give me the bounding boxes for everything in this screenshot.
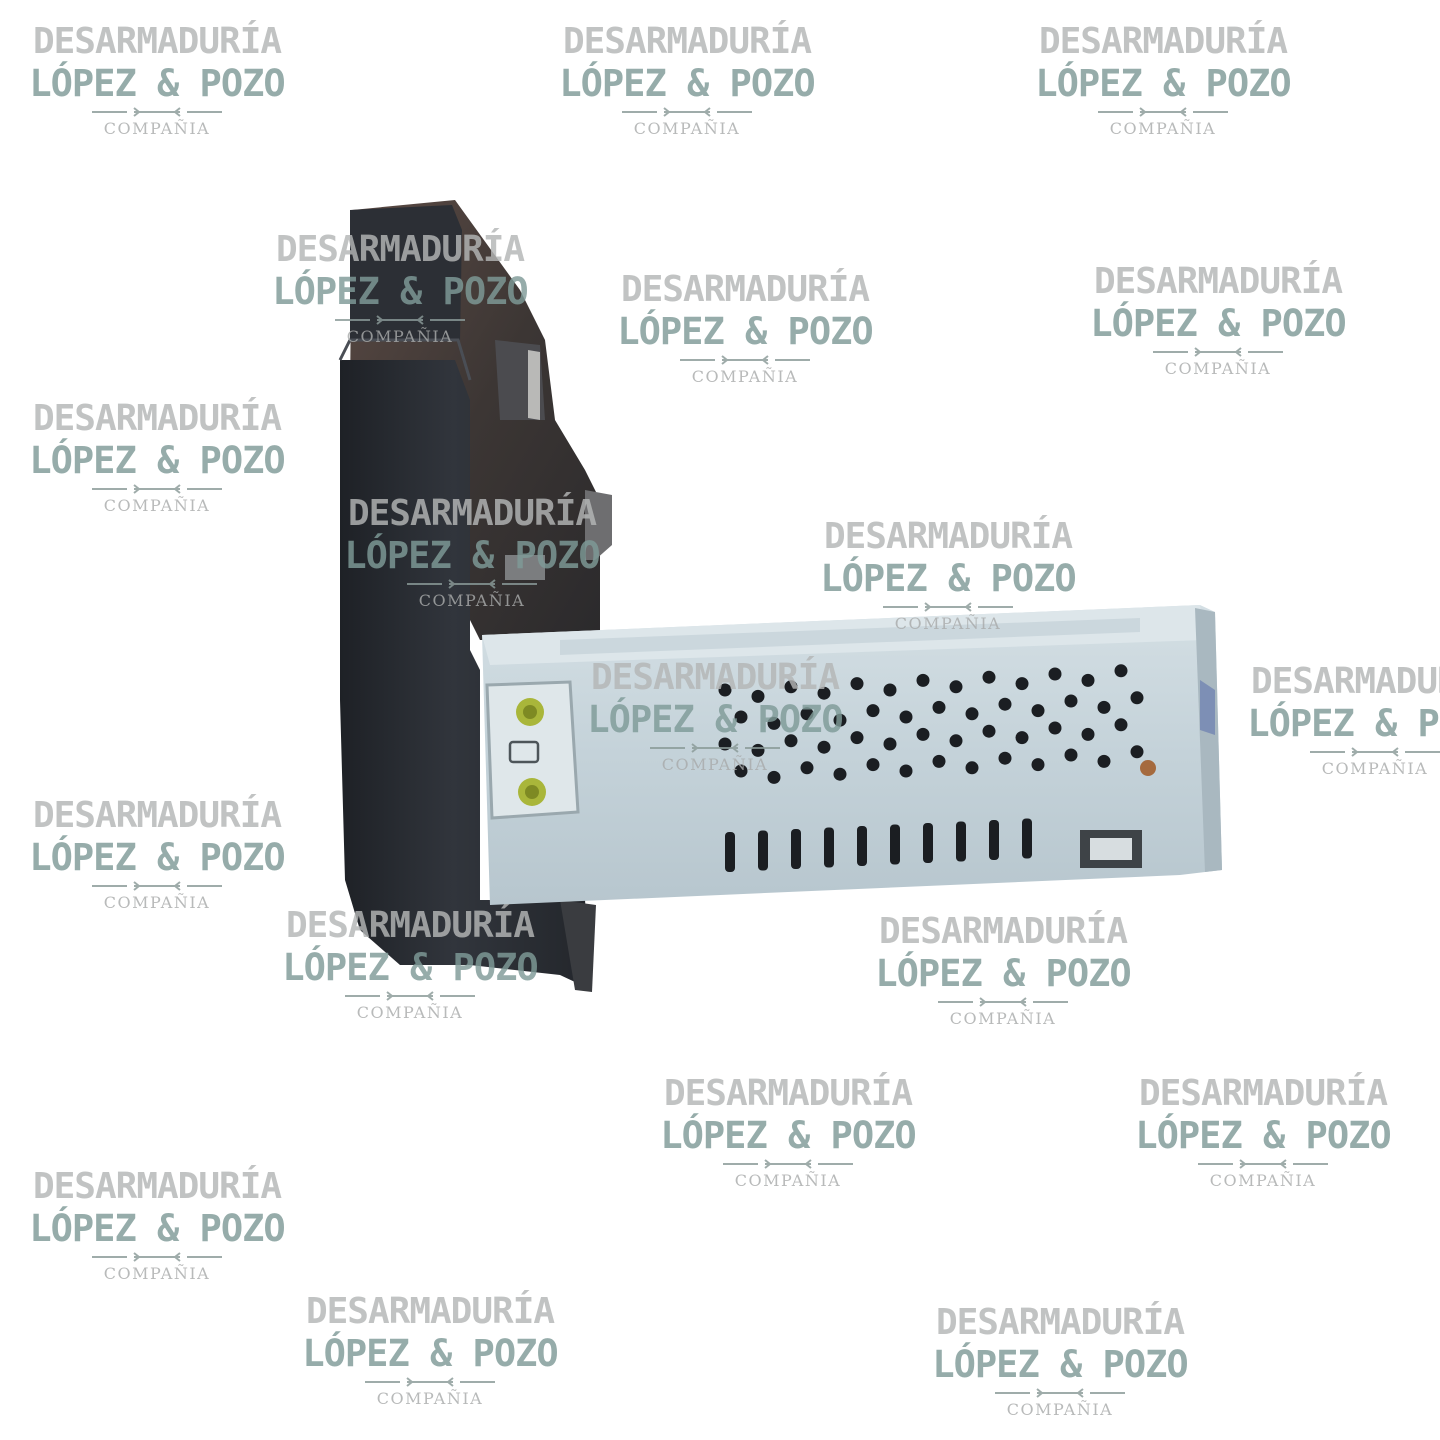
vent-hole <box>1081 727 1095 741</box>
vent-slot <box>989 820 999 860</box>
vent-hole <box>1114 718 1128 732</box>
vent-hole <box>916 727 930 741</box>
vent-hole <box>982 670 996 684</box>
vent-hole <box>998 697 1012 711</box>
vent-hole <box>1015 677 1029 691</box>
vent-hole <box>833 713 847 727</box>
vent-hole <box>734 710 748 724</box>
vent-hole <box>949 680 963 694</box>
vent-slot <box>956 821 966 862</box>
vent-hole <box>1114 664 1128 678</box>
vent-hole <box>1130 745 1144 759</box>
vent-hole <box>965 761 979 775</box>
vent-hole <box>1097 700 1111 714</box>
vent-hole <box>1015 731 1029 745</box>
vent-hole <box>817 740 831 754</box>
vent-hole <box>1064 748 1078 762</box>
vent-hole <box>1031 704 1045 718</box>
vent-hole <box>866 758 880 772</box>
vent-hole <box>1048 667 1062 681</box>
vent-slot <box>725 832 735 872</box>
vent-hole <box>718 737 732 751</box>
vent-hole <box>800 707 814 721</box>
vent-hole <box>1081 673 1095 687</box>
vent-hole <box>998 751 1012 765</box>
vent-slot <box>824 827 834 868</box>
vent-slot <box>857 826 867 866</box>
vent-hole <box>800 761 814 775</box>
vent-hole <box>965 707 979 721</box>
vent-hole <box>734 764 748 778</box>
vent-slot <box>923 823 933 863</box>
vent-hole <box>899 764 913 778</box>
vent-hole <box>866 704 880 718</box>
vent-hole <box>883 683 897 697</box>
vent-slot <box>758 830 768 871</box>
vent-hole <box>751 743 765 757</box>
vent-slot <box>1022 818 1032 859</box>
vent-hole <box>1064 694 1078 708</box>
vent-hole <box>982 724 996 738</box>
vent-hole <box>718 683 732 697</box>
vent-hole <box>916 673 930 687</box>
vent-hole <box>1031 758 1045 772</box>
vent-hole <box>1048 721 1062 735</box>
vent-hole <box>767 716 781 730</box>
vent-slot <box>791 829 801 869</box>
vent-hole <box>751 689 765 703</box>
vent-hole <box>883 737 897 751</box>
vent-hole <box>784 680 798 694</box>
radio-metal-casing <box>482 605 1222 905</box>
vent-hole <box>767 770 781 784</box>
vent-hole <box>932 700 946 714</box>
vent-hole <box>899 710 913 724</box>
vent-hole <box>850 731 864 745</box>
mounting-bracket <box>338 200 612 992</box>
vent-slot <box>890 824 900 865</box>
vent-hole <box>833 767 847 781</box>
vent-hole <box>1097 754 1111 768</box>
vent-hole <box>784 734 798 748</box>
vent-hole <box>1130 691 1144 705</box>
vent-hole <box>850 677 864 691</box>
vent-hole <box>817 686 831 700</box>
vent-hole <box>949 734 963 748</box>
vent-hole <box>932 754 946 768</box>
